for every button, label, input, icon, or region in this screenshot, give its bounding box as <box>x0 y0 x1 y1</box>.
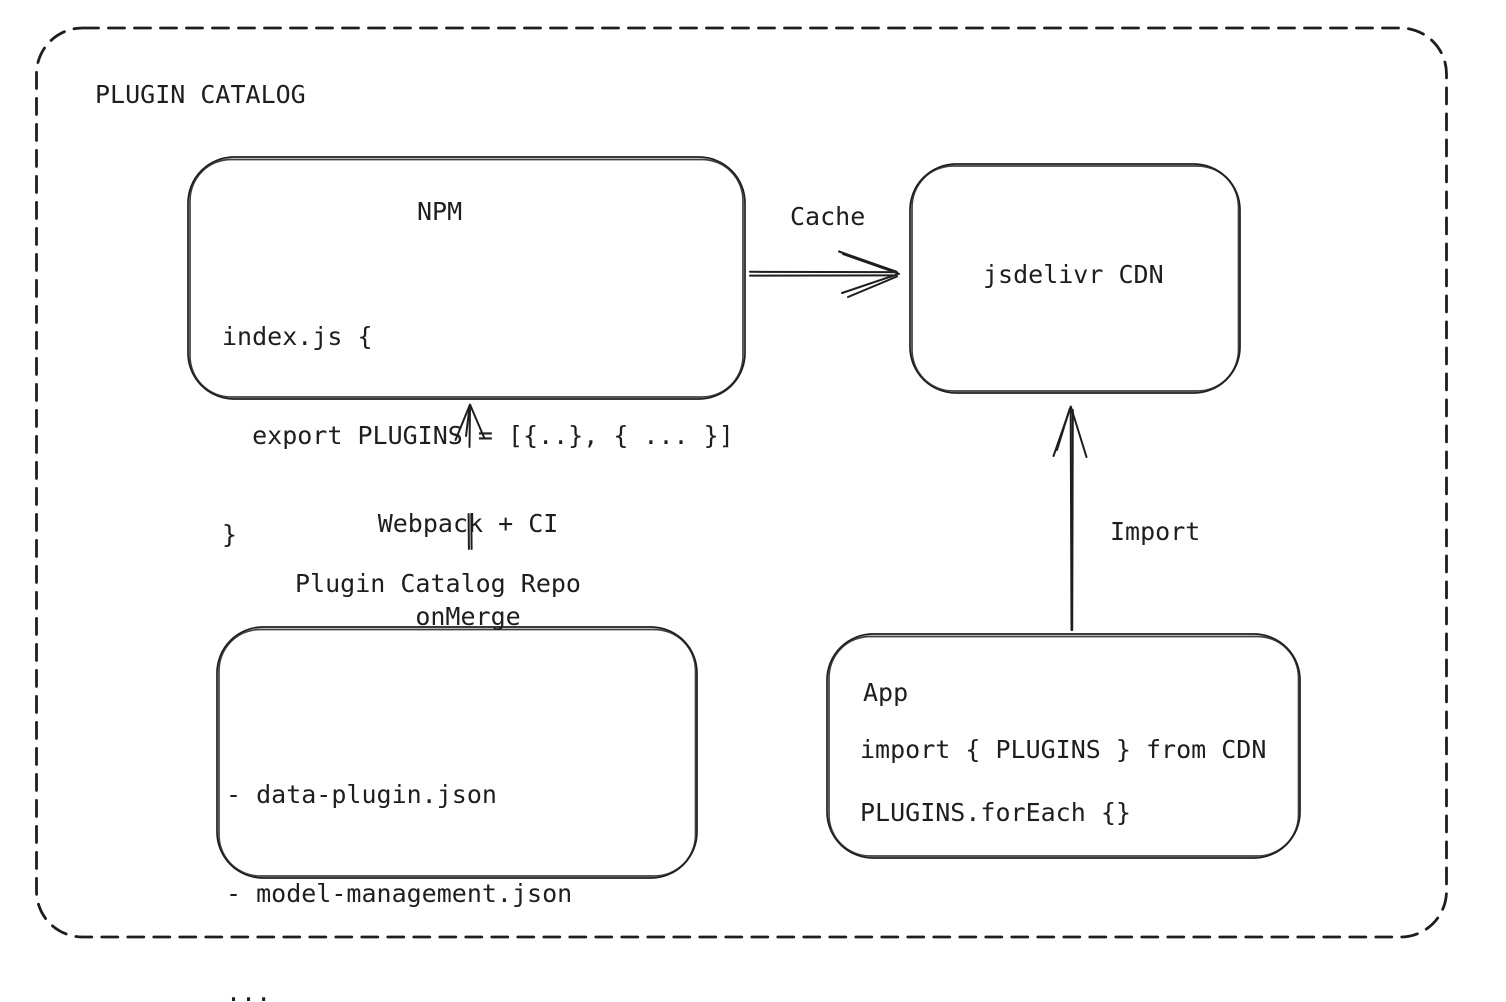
diagram-title: PLUGIN CATALOG <box>95 80 306 109</box>
npm-code-block: index.js { export PLUGINS = [{..}, { ...… <box>222 254 734 617</box>
build-edge-label-line: Webpack + CI <box>377 509 559 538</box>
app-foreach-code-line: PLUGINS.forEach {} <box>860 798 1131 827</box>
app-node-box <box>826 633 1301 859</box>
app-node-title: App <box>863 678 909 707</box>
app-import-code-line: import { PLUGINS } from CDN <box>860 735 1267 764</box>
import-arrow <box>1052 405 1088 631</box>
import-edge-label: Import <box>1110 517 1201 546</box>
npm-code-line: } <box>222 520 238 549</box>
repo-file-list: - data-plugin.json - model-management.js… <box>226 712 572 1002</box>
repo-file-item: - data-plugin.json <box>226 780 497 809</box>
build-edge-label: Webpack + CI onMerge <box>358 446 578 694</box>
cache-arrow <box>749 250 900 298</box>
build-arrow <box>454 403 486 550</box>
npm-node-box <box>187 156 746 400</box>
build-edge-label-line: onMerge <box>415 602 521 631</box>
repo-file-item: - model-management.json <box>226 879 573 908</box>
repo-node-box <box>216 626 698 879</box>
cdn-node-label: jsdelivr CDN <box>983 260 1164 289</box>
cache-edge-label: Cache <box>790 202 866 231</box>
catalog-boundary-frame <box>35 26 1448 939</box>
npm-code-line: export PLUGINS = [{..}, { ... }] <box>222 421 734 450</box>
repo-node-label: Plugin Catalog Repo <box>295 569 581 598</box>
npm-node-title: NPM <box>417 197 463 226</box>
npm-code-line: index.js { <box>222 322 373 351</box>
cdn-node-box <box>909 163 1241 394</box>
repo-file-item: ... <box>226 978 272 1002</box>
